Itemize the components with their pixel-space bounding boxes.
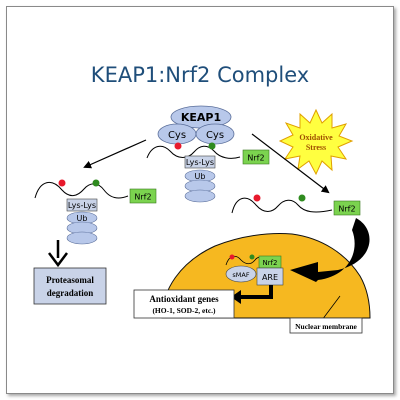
genes-text-line1: Antioxidant genes bbox=[149, 294, 219, 304]
figure-frame bbox=[6, 6, 394, 394]
are-label: ARE bbox=[262, 273, 278, 282]
burst-shape bbox=[278, 108, 354, 176]
stress-text-line2: Stress bbox=[306, 143, 326, 152]
red-residue-bound bbox=[174, 142, 182, 150]
nuclear-import-arrow bbox=[290, 218, 370, 282]
green-residue-released bbox=[298, 194, 306, 202]
nuclear-membrane-box bbox=[289, 317, 363, 334]
genes-text-line2: (HO-1, SOD-2, etc.) bbox=[152, 306, 216, 315]
green-residue-bound bbox=[208, 142, 216, 150]
nrf2-label-bound: Nrf2 bbox=[247, 154, 264, 163]
ub-label: Ub bbox=[195, 172, 206, 181]
are-to-genes-arrow bbox=[240, 285, 273, 299]
nrf2-box-released bbox=[333, 200, 361, 216]
nrf2-chain-bound bbox=[146, 145, 241, 159]
nrf2-label-degraded: Nrf2 bbox=[134, 193, 151, 202]
nrf2-chain-released bbox=[231, 197, 333, 214]
nrf2-box-bound bbox=[242, 149, 270, 165]
green-residue-nuclear bbox=[249, 254, 255, 260]
cys-right-label: Cys bbox=[206, 130, 224, 141]
nrf2-label-released: Nrf2 bbox=[338, 205, 355, 214]
are-to-genes-arrowhead bbox=[231, 290, 241, 304]
red-residue-degraded bbox=[58, 179, 66, 187]
green-residue-degraded bbox=[92, 179, 100, 187]
nrf2-box-degraded bbox=[129, 188, 157, 204]
arrow-to-proteasome-head bbox=[48, 252, 68, 268]
lys-lys-label-degraded: Lys-Lys bbox=[68, 201, 96, 210]
cys-left-label: Cys bbox=[168, 130, 186, 141]
lys-lys-box bbox=[184, 155, 216, 169]
lys-lys-box-degraded bbox=[66, 198, 98, 212]
red-residue-released bbox=[253, 194, 261, 202]
keap1-label: KEAP1 bbox=[181, 111, 221, 124]
membrane-pointer bbox=[321, 295, 341, 321]
nrf2-chain-degraded bbox=[34, 182, 129, 199]
arrow-to-release bbox=[251, 133, 330, 194]
smaf-protein bbox=[225, 265, 257, 283]
membrane-label: Nuclear membrane bbox=[295, 322, 357, 331]
degradation-text-line1: Proteasomal bbox=[46, 275, 94, 285]
ub-degraded-3 bbox=[66, 231, 98, 245]
degradation-text-line2: degradation bbox=[47, 288, 94, 298]
cys-domain-right bbox=[195, 123, 235, 145]
red-residue-nuclear bbox=[229, 254, 235, 260]
proteasomal-degradation-box bbox=[33, 267, 107, 305]
released-nrf2: Nrf2 bbox=[231, 194, 361, 216]
keap1-complex: KEAP1 Cys Cys Nrf2 Lys-Lys Ub bbox=[146, 105, 270, 203]
smaf-label: sMAF bbox=[232, 271, 249, 279]
degradation-branch: Nrf2 Lys-Lys Ub Proteasomal degradation bbox=[33, 179, 157, 305]
stress-text-line1: Oxidative bbox=[299, 133, 333, 142]
arrow-to-degradation bbox=[83, 139, 147, 169]
ub-chain-3 bbox=[184, 189, 216, 203]
ub-label-degraded: Ub bbox=[77, 214, 88, 223]
antioxidant-genes-box bbox=[133, 289, 235, 319]
nrf2-label-nuclear: Nrf2 bbox=[262, 259, 277, 267]
nucleus: Nrf2 sMAF ARE Antioxidant genes (HO-1, S… bbox=[133, 218, 371, 334]
diagram-title: KEAP1:Nrf2 Complex bbox=[91, 63, 309, 87]
lys-lys-label: Lys-Lys bbox=[186, 158, 214, 167]
oxidative-stress-burst: Oxidative Stress bbox=[278, 108, 354, 176]
